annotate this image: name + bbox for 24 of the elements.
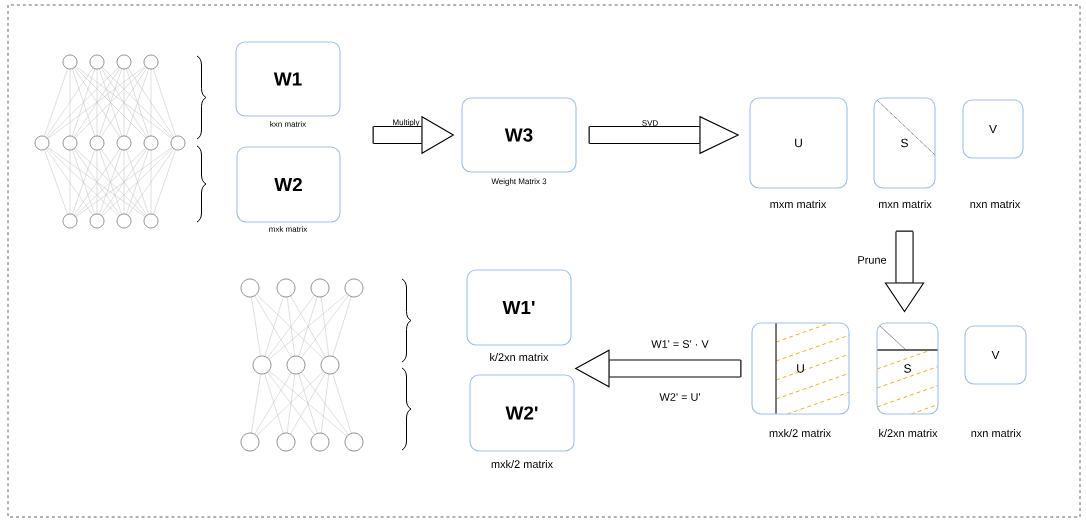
matrix-box: S [873, 97, 936, 189]
matrix-box: U [749, 97, 848, 189]
matrix-label: nxn matrix [970, 200, 1021, 209]
matrix-label: nxn matrix [971, 429, 1022, 438]
matrix-box: U [751, 322, 850, 415]
matrix-box: W3 [461, 97, 577, 173]
matrix-label: mxm matrix [770, 200, 827, 209]
edge-label: Prune [858, 256, 887, 264]
matrix-label: k/2xn matrix [879, 429, 938, 438]
matrix-box: W2' [469, 374, 575, 452]
neural-network-drawing [34, 54, 186, 229]
edge-label: W1' = S' · V [651, 340, 709, 348]
edge-label: W2' = U' [659, 393, 700, 401]
matrix-box: S [876, 322, 939, 415]
matrix-box: V [964, 325, 1027, 385]
neural-network-drawing [240, 278, 364, 452]
matrix-label: mxk/2 matrix [491, 460, 553, 469]
matrix-label: mxn matrix [878, 200, 932, 209]
matrix-label: mxk/2 matrix [769, 429, 831, 438]
matrix-box: W2 [236, 146, 341, 223]
matrix-label: k/2xn matrix [490, 353, 549, 362]
matrix-box: W1 [235, 41, 341, 117]
matrix-box: W1' [466, 269, 572, 346]
matrix-box: V [962, 99, 1024, 159]
